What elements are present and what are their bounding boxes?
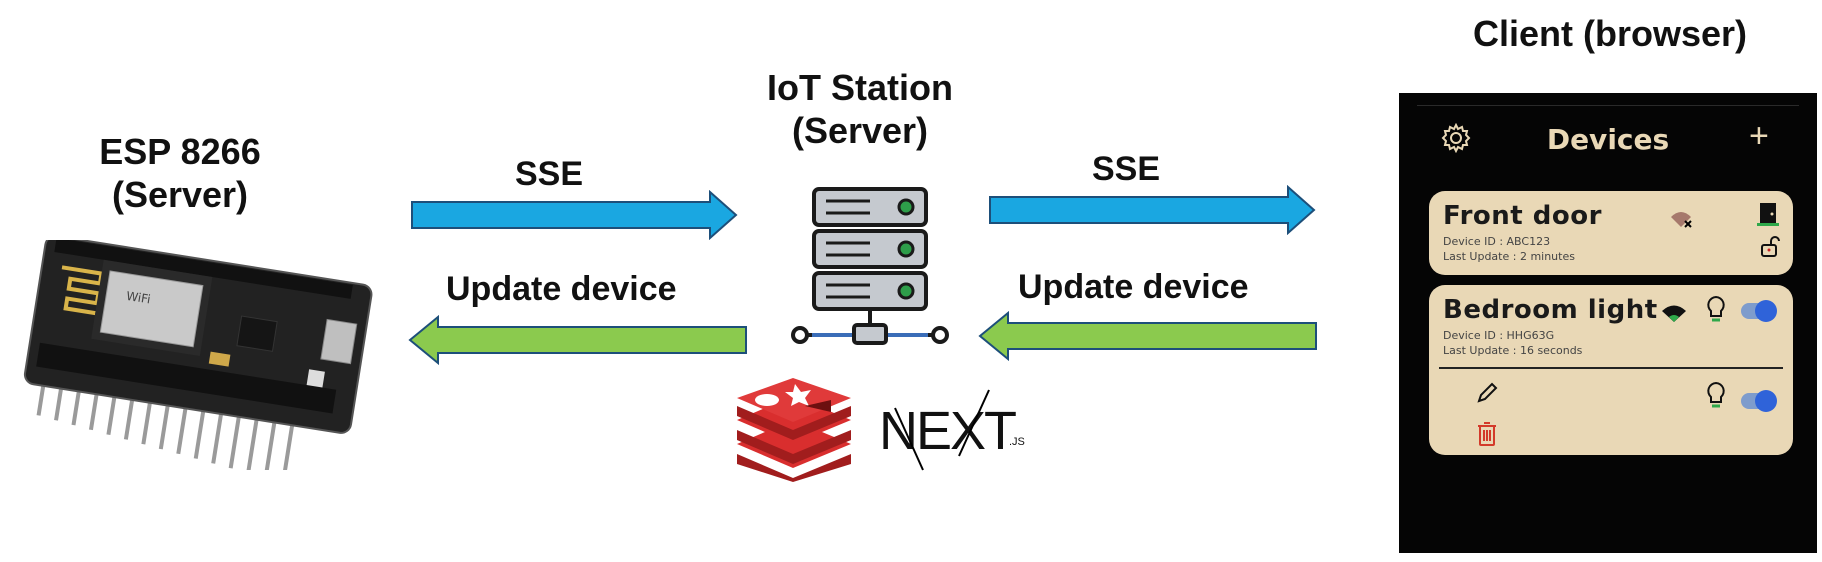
esp-title: ESP 8266 (Server) [70, 130, 290, 216]
wifi-off-icon [1669, 209, 1695, 229]
device-name: Bedroom light [1443, 295, 1658, 325]
device-id: Device ID : ABC123 [1443, 235, 1551, 248]
device-id: Device ID : HHG63G [1443, 329, 1555, 342]
sse-arrow-right [988, 185, 1318, 235]
station-title-line1: IoT Station [767, 67, 953, 108]
arrow-label-right-bottom: Update device [1018, 268, 1249, 306]
edit-pencil-icon[interactable] [1475, 381, 1499, 405]
esp-title-line1: ESP 8266 [99, 131, 261, 172]
lock-open-icon[interactable] [1759, 235, 1783, 259]
trash-icon[interactable] [1475, 421, 1499, 447]
wifi-icon [1661, 303, 1687, 323]
station-title-line2: (Server) [791, 110, 929, 152]
light-toggle[interactable] [1741, 300, 1777, 322]
server-icon [790, 185, 950, 345]
card-divider [1439, 367, 1783, 369]
nextjs-logo-suffix: .JS [1009, 436, 1025, 448]
light-toggle[interactable] [1741, 390, 1777, 412]
device-card-bedroom-light[interactable]: Bedroom light Device ID : HHG63G Last Up… [1429, 285, 1793, 455]
client-phone-screen: Devices + Front door Device ID : ABC123 … [1399, 93, 1817, 553]
client-title: Client (browser) [1472, 13, 1748, 54]
update-arrow-right [978, 311, 1318, 361]
esp-title-line2: (Server) [111, 174, 249, 216]
device-last-update: Last Update : 16 seconds [1443, 344, 1583, 357]
bulb-icon[interactable] [1705, 381, 1727, 411]
svg-text:WiFi: WiFi [125, 289, 151, 307]
device-last-update: Last Update : 2 minutes [1443, 250, 1575, 263]
arrow-label-left-top: SSE [515, 155, 584, 193]
nextjs-logo-text: NEXT [879, 401, 1017, 461]
arrow-label-right-top: SSE [1092, 150, 1161, 188]
header-title: Devices [1546, 123, 1670, 156]
bulb-icon[interactable] [1705, 295, 1727, 325]
door-icon[interactable] [1755, 201, 1781, 227]
device-name: Front door [1443, 201, 1602, 231]
nextjs-logo: NEXT .JS [875, 386, 1035, 476]
update-arrow-left [408, 315, 748, 365]
station-title: IoT Station (Server) [740, 66, 980, 152]
esp8266-board-image: WiFi [10, 240, 390, 470]
add-device-icon[interactable]: + [1749, 117, 1769, 155]
gear-icon[interactable] [1441, 123, 1471, 153]
redis-logo-icon [735, 378, 853, 482]
sse-arrow-left [410, 190, 740, 240]
arrow-label-left-bottom: Update device [446, 270, 677, 308]
device-card-front-door[interactable]: Front door Device ID : ABC123 Last Updat… [1429, 191, 1793, 275]
